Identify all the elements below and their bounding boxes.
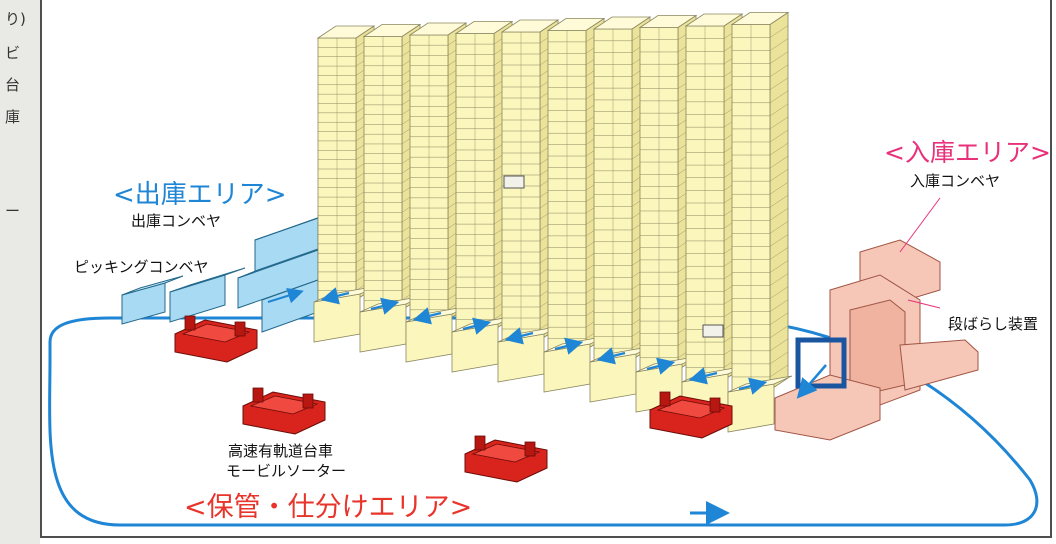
inbound-conveyor-label: 入庫コンベヤ <box>910 172 1001 190</box>
crane-carriage <box>503 175 525 189</box>
outbound-conveyors <box>121 209 341 333</box>
inbound-area-label: <入庫エリア> <box>884 138 1051 167</box>
diagram-frame <box>40 0 1052 538</box>
depalletizer-label: 段ばらし装置 <box>948 315 1039 333</box>
conveyor-arrow <box>646 357 676 375</box>
shuttle-group <box>174 315 733 483</box>
shuttle-cart <box>174 315 258 363</box>
conveyor-arrow <box>688 367 718 385</box>
conveyor-arrow <box>504 327 534 345</box>
margin-text: ビ <box>5 44 21 62</box>
outbound-conveyor-label: 出庫コンベヤ <box>131 212 222 230</box>
margin-text: ー <box>5 202 21 220</box>
margin-strip: り) ビ 台 庫 ー <box>0 0 40 544</box>
shuttle-label-line2: モービルソーター <box>226 462 347 480</box>
track-loop <box>48 316 1039 527</box>
rack-column <box>727 11 793 433</box>
rack-column <box>313 25 379 343</box>
conveyor-arrow <box>738 377 768 395</box>
margin-text: り) <box>5 10 26 28</box>
conveyor-arrow <box>320 287 350 305</box>
conveyor-arrow <box>462 317 492 335</box>
margin-text: 台 <box>5 76 21 94</box>
conveyor-arrow <box>370 297 400 315</box>
conveyor-arrow <box>596 347 626 365</box>
inbound-equipment <box>774 197 979 441</box>
rack-column <box>451 20 517 373</box>
shuttle-cart <box>464 435 548 483</box>
shuttle-cart <box>649 391 733 439</box>
margin-text: 庫 <box>5 108 21 126</box>
shuttle-cart <box>242 387 326 435</box>
storage-area-label: <保管・仕分けエリア> <box>184 492 473 523</box>
conveyor-arrow <box>412 307 442 325</box>
picking-conveyor-label: ピッキングコンベヤ <box>74 258 209 276</box>
conveyor-arrow <box>554 337 584 355</box>
crane-carriage <box>702 324 724 338</box>
rack-columns <box>313 11 793 433</box>
outbound-area-label: <出庫エリア> <box>113 180 287 210</box>
shuttle-label-line1: 高速有軌道台車 <box>228 442 334 460</box>
